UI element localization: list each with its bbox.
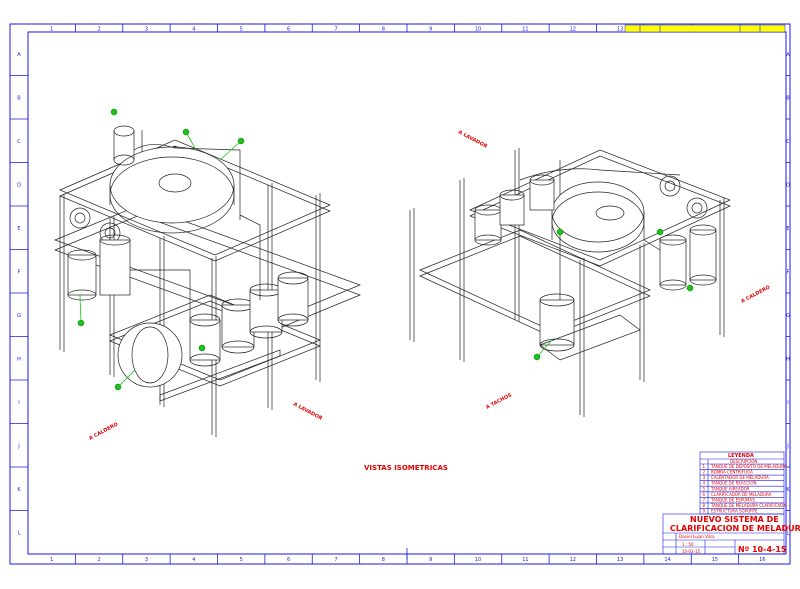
grid-number-bottom: 3	[145, 557, 148, 563]
inner-frame	[27, 31, 787, 555]
grid-number-bottom: 5	[240, 557, 243, 563]
legend-heading: LEYENDA	[728, 453, 754, 459]
legend-item-number: 7	[703, 497, 706, 502]
grid-number-top: 6	[287, 27, 290, 33]
grid-number-bottom: 13	[617, 557, 623, 563]
grid-number-top: 4	[192, 27, 195, 33]
legend-item-text: TANQUE AIREADOR	[710, 486, 750, 491]
legend-item-number: 9	[703, 509, 706, 514]
grid-letter-right: K	[786, 487, 790, 493]
grid-number-bottom: 16	[759, 557, 765, 563]
legend-item-number: 5	[703, 486, 706, 491]
grid-number-top: 8	[382, 27, 385, 33]
grid-letter-left: E	[17, 226, 20, 232]
title-line-1: NUEVO SISTEMA DE	[690, 515, 779, 524]
isometric-view-left: A CALDERO A LAVADOR	[54, 108, 361, 442]
grid-letter-right: L	[787, 530, 790, 536]
legend-item-number: 1	[703, 464, 706, 469]
grid-number-top: 1	[50, 27, 53, 33]
grid-number-bottom: 14	[664, 557, 670, 563]
legend-table: LEYENDA DESCRIPCION 1 TANQUE DE DEPOSITO …	[699, 451, 787, 515]
legend-item-text: BOMBA CENTRIFUGA	[711, 470, 753, 475]
grid-number-top: 13	[617, 27, 623, 33]
grid-number-top: 11	[522, 27, 528, 33]
date-value: 10-02-15	[682, 549, 701, 554]
grid-number-top: 2	[97, 27, 100, 33]
plan-number: Nº 10-4-15	[738, 545, 787, 554]
grid-letter-right: J	[786, 443, 788, 449]
grid-number-top: 5	[240, 27, 243, 33]
grid-number-top: 12	[570, 27, 576, 33]
outer-frame	[9, 23, 791, 565]
legend-subheading: DESCRIPCION	[730, 459, 757, 464]
grid-letter-right: B	[786, 95, 790, 101]
label-a-tachos: A TACHOS	[485, 392, 513, 411]
author-name: Daniel Lujan Vilca	[679, 534, 715, 539]
grid-number-bottom: 15	[712, 557, 718, 563]
grid-letter-right: H	[786, 356, 790, 362]
grid-letter-left: B	[17, 95, 21, 101]
grid-letter-right: C	[786, 139, 790, 145]
legend-item-number: 3	[703, 475, 706, 480]
grid-number-bottom: 10	[475, 557, 481, 563]
legend-item-text: TANQUE DE REACCION	[710, 481, 757, 486]
grid-letter-right: A	[786, 52, 790, 58]
grid-number-bottom: 11	[522, 557, 528, 563]
grid-letter-left: D	[17, 182, 21, 188]
legend-item-number: 4	[703, 481, 706, 486]
grid-letter-right: G	[786, 313, 790, 319]
isometric-view-right: A LAVADOR A CALDERO A TACHOS	[409, 129, 771, 417]
grid-number-bottom: 6	[287, 557, 290, 563]
grid-number-top: 10	[475, 27, 481, 33]
grid-letter-right: E	[786, 226, 789, 232]
label-a-lavador-left: A LAVADOR	[292, 401, 323, 421]
grid-number-bottom: 7	[334, 557, 337, 563]
legend-item-text: TANQUE DE DEPOSITO DE MELADURA	[710, 464, 787, 469]
grid-letter-right: F	[787, 269, 790, 275]
legend-item-text: ESTRUCTURA SOPORTE	[711, 509, 758, 514]
legend-item-text: CALENTADOR DE MELADURA	[711, 475, 769, 480]
grid-letter-left: H	[17, 356, 21, 362]
grid-number-top: 9	[429, 27, 432, 33]
title-line-2: CLARIFICACION DE MELADURA	[670, 524, 800, 533]
grid-number-top: 3	[145, 27, 148, 33]
grid-letter-left: F	[18, 269, 21, 275]
grid-number-bottom: 9	[429, 557, 432, 563]
drawing-caption: VISTAS ISOMETRICAS	[364, 464, 448, 472]
grid-number-bottom: 1	[50, 557, 53, 563]
grid-letter-right: D	[786, 182, 790, 188]
grid-letter-left: I	[18, 400, 19, 406]
legend-item-number: 8	[703, 503, 706, 508]
label-a-lavador-right: A LAVADOR	[457, 129, 488, 149]
grid-letter-left: K	[17, 487, 21, 493]
grid-number-bottom: 12	[570, 557, 576, 563]
grid-letter-left: G	[17, 313, 21, 319]
grid-letter-left: C	[17, 139, 21, 145]
scale-value: 1 : 50	[682, 542, 694, 547]
grid-number-bottom: 2	[97, 557, 100, 563]
label-a-caldero-left: A CALDERO	[88, 421, 119, 441]
legend-item-number: 6	[703, 492, 706, 497]
label-a-caldero-right: A CALDERO	[740, 284, 771, 304]
grid-number-top: 7	[334, 27, 337, 33]
grid-letter-left: L	[18, 530, 21, 536]
legend-item-text: TANQUE DE MELADURA CLARIFICADA	[710, 503, 786, 508]
legend-item-text: TANQUE DE ESPUMAS	[710, 497, 755, 502]
legend-item-number: 2	[703, 470, 706, 475]
grid-letter-left: A	[17, 52, 21, 58]
grid-number-bottom: 8	[382, 557, 385, 563]
grid-number-bottom: 4	[192, 557, 195, 563]
revision-strip	[624, 24, 786, 33]
legend-item-text: CLARIFICADOR DE MELADURA	[711, 492, 772, 497]
grid-letter-left: J	[17, 443, 19, 449]
title-block: NUEVO SISTEMA DE CLARIFICACION DE MELADU…	[662, 513, 800, 555]
grid-letter-right: I	[787, 400, 788, 406]
